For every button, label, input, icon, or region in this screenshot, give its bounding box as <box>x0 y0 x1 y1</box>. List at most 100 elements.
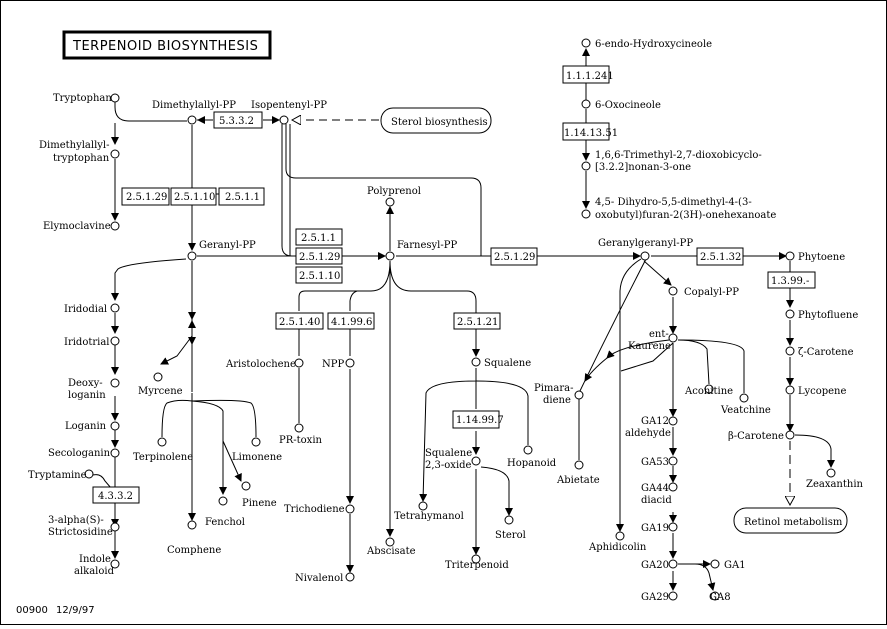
enzyme-4-1-99-6[interactable]: 4.1.99.6 <box>327 312 375 330</box>
compound-myrcene[interactable]: Myrcene <box>138 386 183 397</box>
compound-oxocineole[interactable]: 6-Oxocineole <box>595 100 661 111</box>
compound-copalyl-pp[interactable]: Copalyl-PP <box>684 287 739 298</box>
compound-limonene[interactable]: Limonene <box>232 452 282 463</box>
map-date: 12/9/97 <box>56 605 95 616</box>
compound-ga53[interactable]: GA53 <box>641 457 669 468</box>
enzyme-2-5-1-29-a[interactable]: 2.5.1.29 <box>121 187 170 206</box>
compound-abscisate[interactable]: Abscisate <box>366 546 416 557</box>
compound-aconitine[interactable]: Aconitine <box>684 386 733 397</box>
enzyme-label: 2.5.1.21 <box>457 317 498 328</box>
compound-trimethyl-nonanone[interactable]: 1,6,6-Trimethyl-2,7-dioxobicyclo- <box>595 150 762 161</box>
enzyme-label: 4.3.3.2 <box>98 491 133 502</box>
compound-fenchol[interactable]: Fenchol <box>205 517 245 528</box>
compound-beta-carotene[interactable]: β-Carotene <box>728 431 784 442</box>
enzyme-label: 2.5.1.29 <box>494 252 535 263</box>
compound-dihydro-furanone[interactable]: 4,5- Dihydro-5,5-dimethyl-4-(3- <box>595 197 752 208</box>
compound-ga44-diacid[interactable]: GA44 <box>641 483 669 494</box>
compound-hydroxycineole[interactable]: 6-endo-Hydroxycineole <box>595 39 712 50</box>
compound-squalene[interactable]: Squalene <box>484 358 531 369</box>
compound-dimethylallyl-pp[interactable]: Dimethylallyl-PP <box>152 100 236 111</box>
enzyme-label: 1.14.99.7 <box>456 415 504 426</box>
compound-abietate[interactable]: Abietate <box>556 475 600 486</box>
enzyme-label: 2.5.1.40 <box>279 317 320 328</box>
compound-squalene-oxide-line2: 2,3-oxide <box>425 460 472 471</box>
compound-aphidicolin[interactable]: Aphidicolin <box>588 542 647 553</box>
enzyme-label: 2.5.1.29 <box>299 252 340 263</box>
enzyme-label: 4.1.99.6 <box>331 317 372 328</box>
compound-veatchine[interactable]: Veatchine <box>720 405 771 416</box>
compound-pimaradiene[interactable]: Pimara- <box>534 383 574 394</box>
compound-dimethylallyl-tryptophan[interactable]: Dimethylallyl- <box>39 140 110 151</box>
compound-geranyl-pp[interactable]: Geranyl-PP <box>199 240 256 251</box>
compound-iridodial[interactable]: Iridodial <box>64 304 107 315</box>
enzyme-2-5-1-32[interactable]: 2.5.1.32 <box>696 247 744 266</box>
enzyme-label: 1.14.13.51 <box>564 128 618 139</box>
compound-tryptamine[interactable]: Tryptamine <box>28 470 87 481</box>
compound-geranylgeranyl-pp[interactable]: Geranylgeranyl-PP <box>598 238 693 249</box>
compound-elymoclavine[interactable]: Elymoclavine <box>43 221 111 232</box>
compound-phytoene[interactable]: Phytoene <box>798 252 845 263</box>
compound-terpinolene[interactable]: Terpinolene <box>133 452 193 463</box>
enzyme-boxes: 5.3.3.2 2.5.1.29 2.5.1.10 2.5.1.1 2.5.1.… <box>92 65 816 504</box>
enzyme-4-3-3-2[interactable]: 4.3.3.2 <box>92 486 140 504</box>
compound-polyprenol[interactable]: Polyprenol <box>367 186 421 197</box>
enzyme-5-3-3-2[interactable]: 5.3.3.2 <box>213 111 263 129</box>
enzyme-1-14-13-51[interactable]: 1.14.13.51 <box>562 122 618 141</box>
compound-phytofluene[interactable]: Phytofluene <box>798 310 858 321</box>
compound-dihydro-furanone-line2: oxobutyl)furan-2(3H)-onehexanoate <box>595 210 776 221</box>
map-title-text: TERPENOID BIOSYNTHESIS <box>72 39 258 54</box>
enzyme-2-5-1-29-b[interactable]: 2.5.1.29 <box>295 247 343 265</box>
compound-isopentenyl-pp[interactable]: Isopentenyl-PP <box>251 100 327 111</box>
compound-npp[interactable]: NPP <box>322 359 344 370</box>
enzyme-2-5-1-1-a[interactable]: 2.5.1.1 <box>218 187 265 206</box>
enzyme-2-5-1-10-a[interactable]: 2.5.1.10 <box>170 187 217 206</box>
compound-pr-toxin[interactable]: PR-toxin <box>279 435 323 446</box>
compound-ga19[interactable]: GA19 <box>641 523 669 534</box>
retinol-metabolism-map-link[interactable]: Retinol metabolism <box>733 507 848 534</box>
compound-nivalenol[interactable]: Nivalenol <box>295 573 343 584</box>
compound-strictosidine[interactable]: 3-alpha(S)- <box>48 515 104 526</box>
enzyme-label: 5.3.3.2 <box>219 116 254 127</box>
compound-lycopene[interactable]: Lycopene <box>798 386 846 397</box>
compound-deoxyloganin[interactable]: Deoxy- <box>68 378 103 389</box>
compound-ent-kaurene[interactable]: ent- <box>649 329 669 340</box>
enzyme-2-5-1-29-c[interactable]: 2.5.1.29 <box>490 247 538 266</box>
compound-ga29[interactable]: GA29 <box>641 592 669 603</box>
compound-ga12-aldehyde-line2: aldehyde <box>625 428 671 439</box>
enzyme-label: 2.5.1.29 <box>126 192 167 203</box>
enzyme-1-1-1-241[interactable]: 1.1.1.241 <box>562 65 614 84</box>
compound-pinene[interactable]: Pinene <box>242 498 277 509</box>
compound-sterol[interactable]: Sterol <box>495 530 526 541</box>
compound-triterpenoid[interactable]: Triterpenoid <box>445 560 509 571</box>
enzyme-label: 1.3.99.- <box>771 276 809 287</box>
compound-zeaxanthin[interactable]: Zeaxanthin <box>806 479 864 490</box>
compound-ga20[interactable]: GA20 <box>641 560 669 571</box>
compound-ga8[interactable]: GA8 <box>709 592 731 603</box>
compound-zeta-carotene[interactable]: ζ-Carotene <box>798 347 854 358</box>
enzyme-2-5-1-21[interactable]: 2.5.1.21 <box>453 312 501 330</box>
compound-ga1[interactable]: GA1 <box>724 560 746 571</box>
compound-secologanin[interactable]: Secologanin <box>48 448 111 459</box>
compound-ga12-aldehyde[interactable]: GA12 <box>641 416 669 427</box>
compound-aristolochene[interactable]: Aristolochene <box>225 359 296 370</box>
compound-hopanoid[interactable]: Hopanoid <box>507 458 557 469</box>
compound-camphene[interactable]: Comphene <box>167 545 221 556</box>
compound-labels: Tryptophan Dimethylallyl-PP Isopentenyl-… <box>28 39 864 603</box>
compound-trichodiene[interactable]: Trichodiene <box>284 504 345 515</box>
compound-tetrahymanol[interactable]: Tetrahymanol <box>394 511 464 522</box>
enzyme-1-14-99-7[interactable]: 1.14.99.7 <box>452 410 504 429</box>
compound-loganin[interactable]: Loganin <box>65 421 107 432</box>
compound-dimethylallyl-tryptophan-line2: tryptophan <box>53 153 110 164</box>
compound-squalene-oxide[interactable]: Squalene <box>425 448 472 459</box>
sterol-biosynthesis-map-link[interactable]: Sterol biosynthesis <box>380 107 492 134</box>
enzyme-2-5-1-40[interactable]: 2.5.1.40 <box>275 312 324 330</box>
map-title: TERPENOID BIOSYNTHESIS <box>62 30 272 60</box>
enzyme-2-5-1-1-b[interactable]: 2.5.1.1 <box>295 228 343 246</box>
compound-indole-alkaloid[interactable]: Indole <box>79 554 111 565</box>
compound-iridotrial[interactable]: Iridotrial <box>64 337 110 348</box>
compound-tryptophan[interactable]: Tryptophan <box>53 93 112 104</box>
compound-farnesyl-pp[interactable]: Farnesyl-PP <box>397 240 457 251</box>
enzyme-2-5-1-10-b[interactable]: 2.5.1.10 <box>295 266 343 284</box>
enzyme-1-3-99[interactable]: 1.3.99.- <box>767 271 816 289</box>
